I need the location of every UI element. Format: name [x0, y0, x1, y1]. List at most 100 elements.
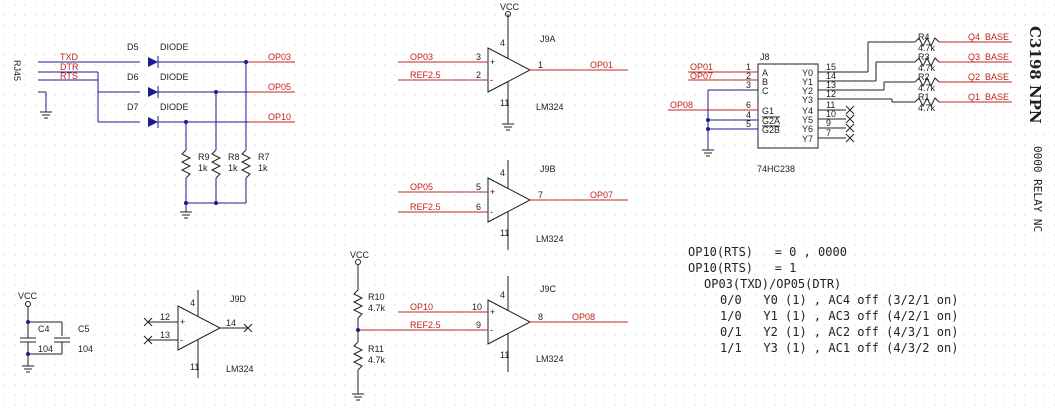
- decoder-part: 74HC238: [757, 164, 795, 174]
- decoder-ic: [668, 63, 855, 157]
- pin-out-j9c: 8: [538, 312, 543, 322]
- pin-top-j9a: 4: [500, 38, 505, 48]
- vcc-label-caps: VCC: [18, 291, 38, 301]
- resistor-value-r7: 1k: [258, 163, 268, 173]
- opamp-j9c: +-: [358, 276, 628, 372]
- ground-symbol-rj45: [40, 111, 52, 119]
- svg-text:+: +: [180, 317, 185, 327]
- opamp-part-j9d: LM324: [226, 364, 254, 374]
- decoupling-caps: [20, 301, 70, 373]
- decoder-pin-y3: 12: [826, 89, 836, 99]
- decoder-pin-g2b: 5: [746, 119, 751, 129]
- vcc-label-divider: VCC: [350, 250, 370, 260]
- opamp-part-j9a: LM324: [536, 102, 564, 112]
- diode-value-d6: DIODE: [160, 72, 189, 82]
- subtitle-vertical: 0000 RELAY NC: [1031, 146, 1044, 232]
- vcc-label-j9a: VCC: [500, 2, 520, 12]
- decoder-in-name-c: C: [762, 86, 769, 96]
- net-label-j9b-minus: REF2.5: [410, 202, 441, 212]
- pin-bottom-j9b: 11: [500, 228, 509, 238]
- note-line-6: 0/1 Y2 (1) , AC2 off (4/3/1 on): [720, 325, 958, 339]
- decoder-input-bars: [762, 116, 780, 127]
- decoder-pin-b: 2: [746, 71, 751, 81]
- diode-d7: [148, 116, 248, 128]
- decoder-pin-g1: 6: [746, 100, 751, 110]
- resistor-value-r11: 4.7k: [368, 355, 386, 365]
- note-line-3: OP03(TXD)/OP05(DTR): [704, 277, 841, 291]
- cap-value-c4: 104: [38, 344, 53, 354]
- title-vertical: C3198 NPN: [1026, 26, 1044, 124]
- opamp-part-j9b: LM324: [536, 234, 564, 244]
- svg-text:+: +: [490, 307, 495, 317]
- decoder-pin-y1: 14: [826, 71, 836, 81]
- opamp-ref-j9a: J9A: [540, 34, 556, 44]
- rj45-lines: [38, 61, 140, 123]
- decoder-in-name-b: B: [762, 77, 768, 87]
- resistor-ref-r3: R3: [918, 52, 930, 62]
- pin-minus-j9a: 2: [476, 70, 481, 80]
- net-label-q1-base: Q1_BASE: [968, 92, 1009, 102]
- pulldown-wires: [180, 60, 252, 219]
- pin-bottom-j9a: 11: [500, 98, 509, 108]
- net-label-j9b-out: OP07: [590, 190, 613, 200]
- pin-top-j9d: 4: [190, 298, 195, 308]
- net-label-j9a-out: OP01: [590, 60, 613, 70]
- net-label-j9c-plus: OP10: [410, 302, 433, 312]
- pin-top-j9b: 4: [500, 168, 505, 178]
- resistor-ref-r11: R11: [368, 344, 384, 354]
- decoder-net-a: OP01: [690, 62, 713, 72]
- diode-ref-d6: D6: [127, 72, 139, 82]
- resistor-value-r1: 4.7k: [918, 103, 936, 113]
- net-label-op03: OP03: [268, 52, 291, 62]
- note-line-1: OP10(RTS) = 0 , 0000: [688, 245, 847, 259]
- pin-bottom-j9d: 11: [190, 362, 199, 372]
- decoder-pin-y5: 10: [826, 109, 836, 119]
- pin-plus-j9b: 5: [476, 182, 481, 192]
- decoder-pin-y6: 9: [826, 118, 831, 128]
- opamp-ref-j9d: J9D: [230, 294, 247, 304]
- note-line-4: 0/0 Y0 (1) , AC4 off (3/2/1 on): [720, 293, 958, 307]
- opamp-j9d: +-: [143, 290, 253, 378]
- decoder-out-name-y6: Y6: [802, 124, 813, 134]
- decoder-out-name-y2: Y2: [802, 86, 813, 96]
- decoder-net-g1: OP08: [670, 100, 693, 110]
- resistor-ref-r1: R1: [918, 92, 930, 102]
- pin-out-j9d: 14: [226, 318, 236, 328]
- svg-text:-: -: [490, 75, 493, 85]
- decoder-out-name-y7: Y7: [802, 134, 813, 144]
- decoder-pin-y0: 15: [826, 62, 836, 72]
- decoder-pin-y4: 11: [826, 100, 835, 110]
- resistor-ref-r2: R2: [918, 72, 930, 82]
- diode-d6: [148, 86, 248, 98]
- decoder-pin-y7: 7: [826, 128, 831, 138]
- decoder-in-name-a: A: [762, 68, 768, 78]
- resistor-value-r2: 4.7k: [918, 83, 936, 93]
- net-label-op10: OP10: [268, 112, 291, 122]
- net-label-txd: TXD: [60, 52, 79, 62]
- resistor-value-r4: 4.7k: [918, 43, 936, 53]
- decoder-in-name-g2a: G2A: [762, 116, 780, 126]
- net-label-j9c-out: OP08: [572, 312, 595, 322]
- cap-ref-c5: C5: [78, 324, 90, 334]
- net-label-rts: RTS: [60, 71, 78, 81]
- cap-value-c5: 104: [78, 344, 93, 354]
- decoder-out-name-y0: Y0: [802, 68, 813, 78]
- decoder-in-name-g1: G1: [762, 106, 774, 116]
- cap-ref-c4: C4: [38, 324, 50, 334]
- net-label-j9a-plus: OP03: [410, 52, 433, 62]
- net-label-q2-base: Q2_BASE: [968, 72, 1009, 82]
- svg-text:+: +: [490, 187, 495, 197]
- diode-ref-d5: D5: [127, 42, 139, 52]
- pin-minus-j9d: 13: [160, 330, 170, 340]
- svg-text:+: +: [490, 57, 495, 67]
- resistor-ref-r9: R9: [198, 152, 210, 162]
- pin-minus-j9c: 9: [476, 320, 481, 330]
- net-label-q3-base: Q3_BASE: [968, 52, 1009, 62]
- decoder-out-name-y5: Y5: [802, 115, 813, 125]
- resistor-ref-r7: R7: [258, 152, 270, 162]
- diode-output-wires: [248, 61, 295, 123]
- connector-label: RJ45: [12, 60, 22, 81]
- decoder-out-name-y4: Y4: [802, 106, 813, 116]
- opamp-j9a: +-: [398, 11, 628, 131]
